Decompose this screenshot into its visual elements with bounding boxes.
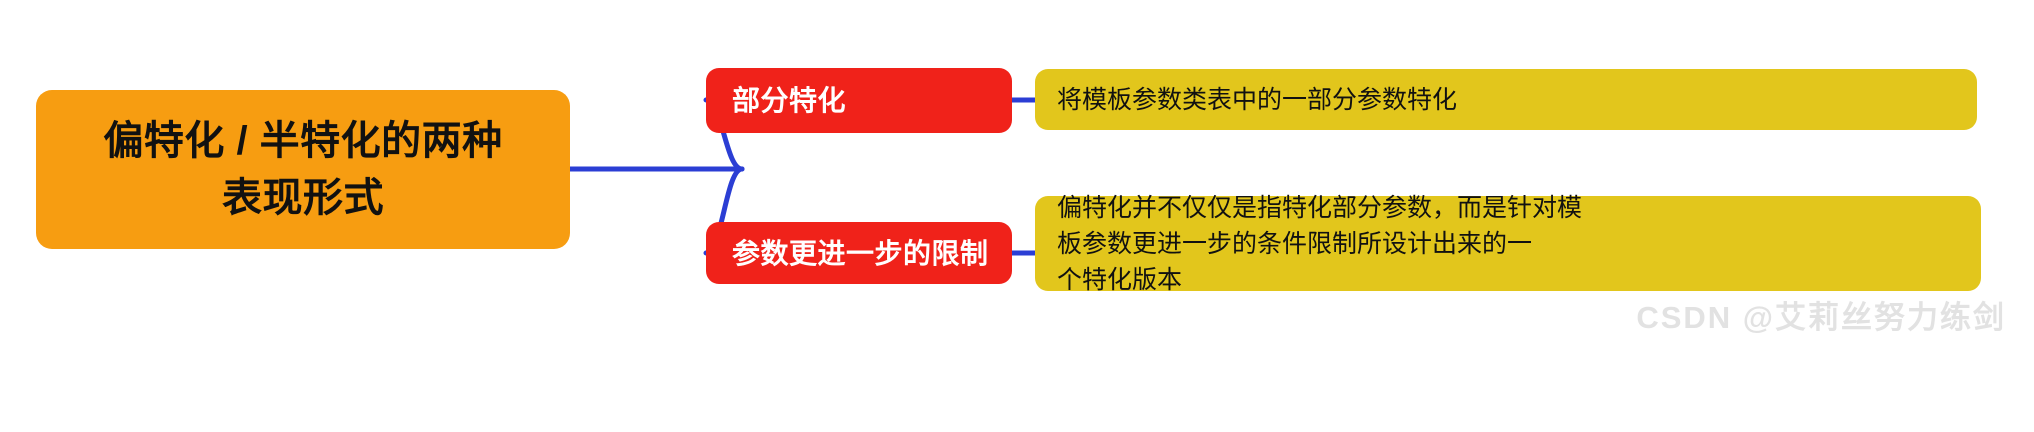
- mindmap-leaf-node-2[interactable]: 偏特化并不仅仅是指特化部分参数，而是针对模 板参数更进一步的条件限制所设计出来的…: [1035, 194, 1981, 294]
- mindmap-leaf-node-1[interactable]: 将模板参数类表中的一部分参数特化: [1035, 69, 1977, 130]
- mindmap-branch-node-1[interactable]: 部分特化: [706, 68, 1012, 133]
- mindmap-leaf-label-1: 将模板参数类表中的一部分参数特化: [1057, 85, 1458, 114]
- mindmap-root-node[interactable]: 偏特化 / 半特化的两种 表现形式: [36, 90, 570, 249]
- mindmap-leaf-label-2: 偏特化并不仅仅是指特化部分参数，而是针对模 板参数更进一步的条件限制所设计出来的…: [1057, 193, 1583, 294]
- mindmap-branch-label-1: 部分特化: [732, 85, 847, 116]
- mindmap-branch-label-2: 参数更进一步的限制: [732, 237, 989, 269]
- csdn-watermark: CSDN @艾莉丝努力练剑: [1636, 300, 2006, 335]
- mindmap-root-label: 偏特化 / 半特化的两种 表现形式: [103, 118, 503, 220]
- mindmap-branch-node-2[interactable]: 参数更进一步的限制: [706, 222, 1012, 284]
